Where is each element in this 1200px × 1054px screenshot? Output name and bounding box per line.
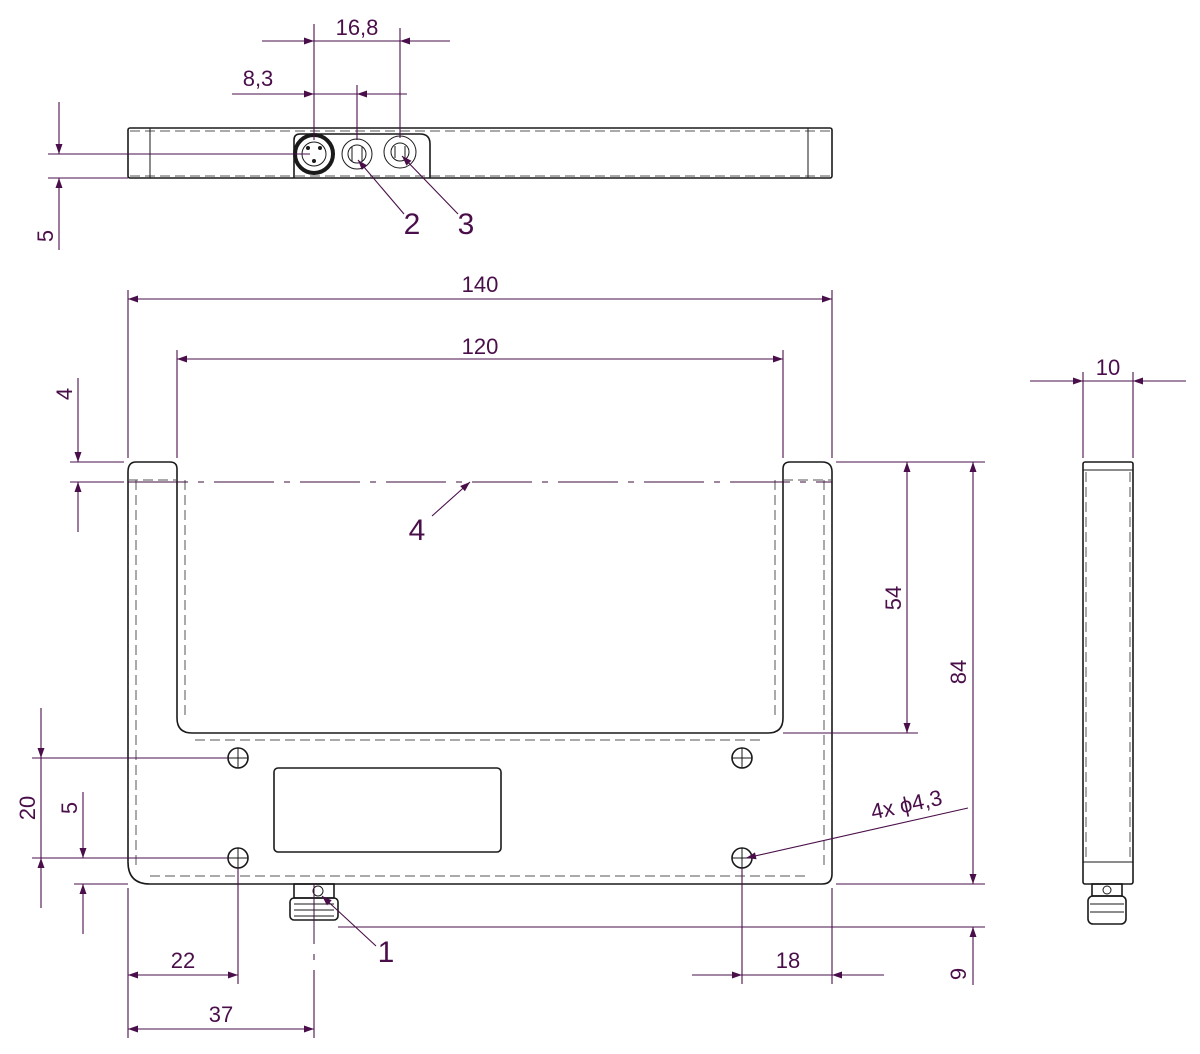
dim-5-left: 5 [57, 792, 128, 934]
label-window [273, 767, 502, 853]
hole-callout: 4x ϕ4,3 [868, 785, 944, 824]
dim-label-120: 120 [462, 334, 499, 359]
dim-8-3: 8,3 [232, 66, 407, 140]
indicator-3 [383, 135, 417, 169]
dim-label-5-top: 5 [33, 230, 58, 242]
dim-10: 10 [1030, 355, 1186, 458]
dim-label-84: 84 [946, 660, 971, 684]
callout-2: 2 [404, 208, 421, 241]
dim-label-8-3: 8,3 [243, 66, 274, 91]
top-view: 16,8 8,3 5 2 3 [33, 15, 833, 250]
dim-20: 20 [15, 708, 228, 908]
potentiometer-2 [341, 138, 373, 170]
dim-label-9: 9 [946, 968, 971, 980]
dim-label-5-left: 5 [57, 802, 82, 814]
dim-18: 18 [692, 868, 884, 984]
dim-120: 120 [176, 334, 784, 458]
dim-label-22: 22 [171, 948, 195, 973]
dim-22: 22 [127, 868, 239, 1038]
callout-3: 3 [458, 208, 475, 241]
callout-1: 1 [378, 936, 395, 969]
front-view: 140 120 4 4 54 [15, 272, 985, 1038]
mounting-holes [227, 747, 753, 869]
dim-9: 9 [338, 926, 985, 985]
dim-54: 54 [783, 461, 918, 734]
dim-label-4: 4 [52, 388, 77, 400]
dim-label-18: 18 [776, 948, 800, 973]
dim-84: 84 [836, 461, 985, 885]
connector-1-front [289, 883, 339, 970]
side-view: 10 [1030, 355, 1186, 925]
dim-label-140: 140 [462, 272, 499, 297]
dim-label-54: 54 [881, 586, 906, 610]
dim-16-8: 16,8 [262, 15, 450, 140]
dim-label-16-8: 16,8 [336, 15, 379, 40]
dim-37: 37 [128, 970, 315, 1038]
dim-label-20: 20 [15, 796, 40, 820]
dim-label-10: 10 [1096, 355, 1120, 380]
dim-4: 4 [52, 378, 124, 532]
dim-5-top: 5 [33, 102, 310, 250]
dim-label-37: 37 [209, 1002, 233, 1027]
dim-140: 140 [127, 272, 833, 458]
callout-4: 4 [409, 514, 426, 547]
